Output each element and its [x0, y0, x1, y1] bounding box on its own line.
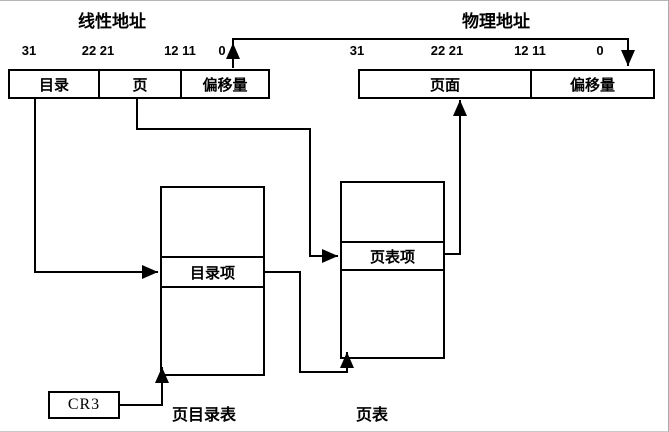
linear-bit-0: 0	[218, 43, 226, 58]
cr3-register-box: CR3	[48, 391, 120, 419]
linear-bit-31: 31	[21, 43, 37, 58]
linear-field-page: 页	[100, 71, 182, 97]
physical-bit-22-21: 22 21	[430, 43, 464, 58]
physical-field-offset: 偏移量	[569, 76, 615, 94]
arrow-cr3-to-page-directory-base	[119, 367, 169, 406]
physical-address-box: 页面 偏移量	[358, 69, 655, 99]
physical-field-pageframe: 页面	[360, 71, 532, 97]
physical-bit-12-11: 12 11	[514, 43, 546, 58]
arrow-page-table-entry-to-page-frame	[444, 100, 467, 255]
linear-bit-12-11: 12 11	[164, 43, 196, 58]
directory-entry-cell: 目录项	[160, 256, 265, 288]
linear-bit-22-21: 22 21	[81, 43, 115, 58]
arrow-directory-to-directory-entry	[34, 98, 158, 279]
page-table-entry-cell: 页表项	[340, 241, 445, 271]
linear-address-title: 线性地址	[78, 12, 146, 31]
physical-bit-31: 31	[349, 43, 365, 58]
linear-field-offset: 偏移量	[202, 76, 248, 94]
physical-address-title: 物理地址	[462, 12, 530, 31]
arrow-directory-entry-to-page-table-base	[264, 271, 354, 373]
linear-field-directory: 目录	[10, 71, 100, 97]
linear-address-box: 目录 页 偏移量	[8, 69, 270, 99]
physical-bit-0: 0	[596, 43, 604, 58]
page-directory-label: 页目录表	[172, 407, 237, 424]
page-table-label: 页表	[356, 407, 389, 424]
